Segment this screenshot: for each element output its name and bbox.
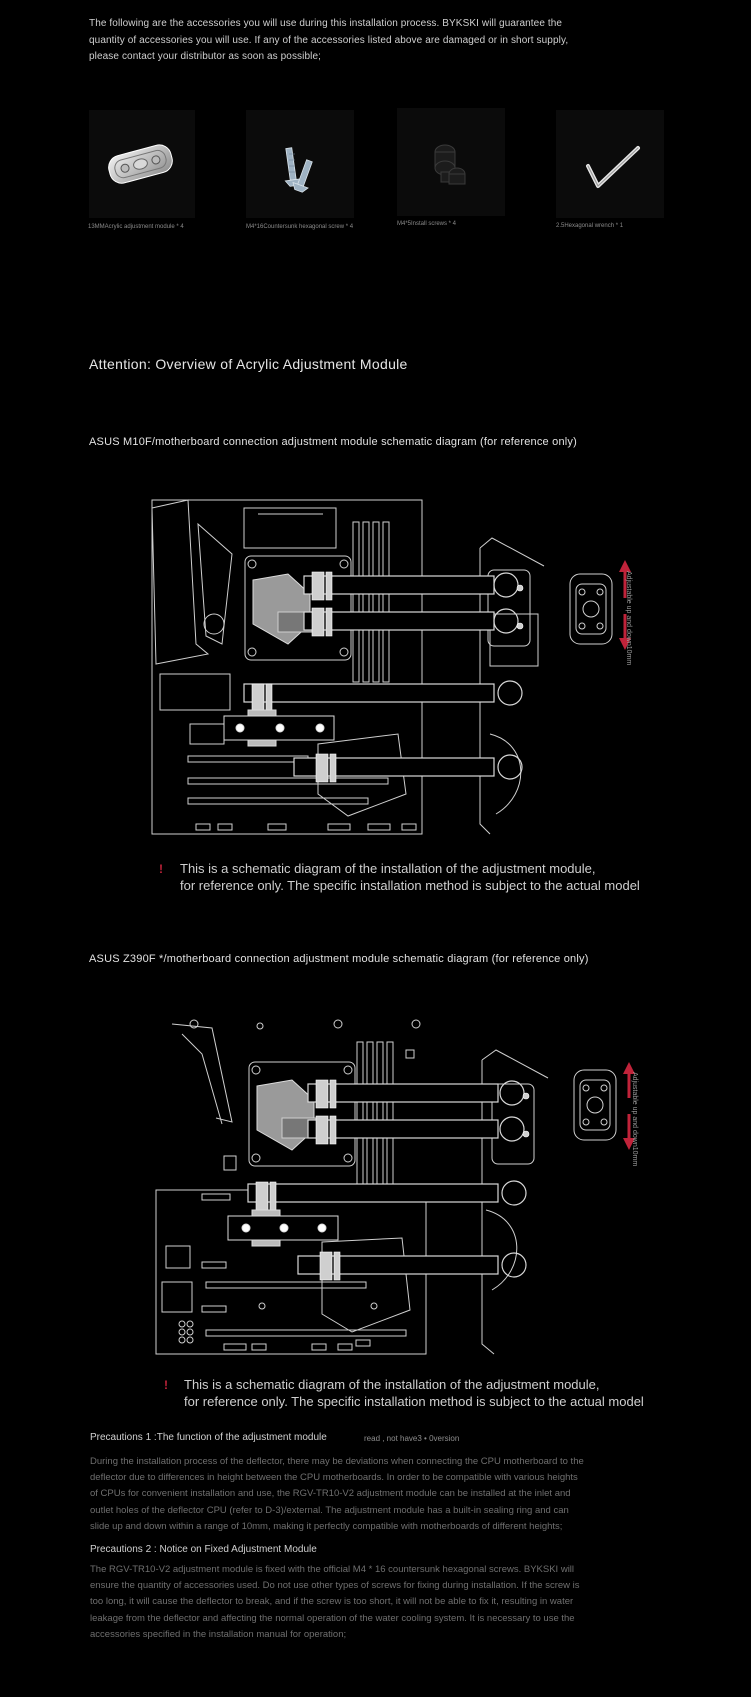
accessory-label: 13MMAcrylic adjustment module * 4 — [88, 224, 184, 230]
diagram-z390f — [155, 1019, 635, 1355]
precaution-title: Precautions 2 : Notice on Fixed Adjustme… — [90, 1544, 317, 1555]
precaution-line: accessories specified in the installatio… — [90, 1628, 347, 1640]
intro-line: quantity of accessories you will use. If… — [89, 34, 569, 46]
precaution-version-note: read , not have3 • 0version — [364, 1434, 460, 1443]
hex-wrench-icon — [586, 146, 640, 188]
note-line: for reference only. The specific install… — [184, 1394, 644, 1409]
accessory-tile — [397, 108, 505, 216]
accessory-label: M4*5Install screws * 4 — [397, 221, 457, 227]
note-line: for reference only. The specific install… — [180, 878, 640, 893]
precaution-line: The RGV-TR10-V2 adjustment module is fix… — [90, 1564, 575, 1575]
precaution-line: slide up and down within a range of 10mm… — [90, 1520, 563, 1532]
adjustable-label: Adjustable up and down10mm — [631, 1072, 638, 1167]
intro-line: please contact your distributor as soon … — [89, 51, 321, 62]
precaution-body: The RGV-TR10-V2 adjustment module is fix… — [90, 1562, 650, 1643]
countersunk-screw-icon — [284, 147, 313, 193]
precaution-line: too long, it will cause the deflector to… — [90, 1596, 574, 1608]
install-screw-icon — [434, 144, 466, 185]
intro-paragraph: The following are the accessories you wi… — [89, 16, 609, 66]
precaution-line: deflector due to differences in height b… — [90, 1472, 578, 1484]
accessory-tile — [246, 110, 354, 218]
note-line: This is a schematic diagram of the insta… — [180, 861, 596, 876]
precaution-title: Precautions 1 :The function of the adjus… — [90, 1432, 327, 1443]
accessory-label: 2.5Hexagonal wrench * 1 — [556, 223, 624, 229]
precaution-line: During the installation process of the d… — [90, 1456, 584, 1467]
precaution-line: ensure the quantity of accessories used.… — [90, 1580, 580, 1592]
accessory-label: M4*16Countersunk hexagonal screw * 4 — [246, 224, 354, 230]
precaution-line: outlet holes of the deflector CPU (refer… — [90, 1504, 569, 1516]
note-line: This is a schematic diagram of the insta… — [184, 1377, 600, 1392]
adjustable-label: Adjustable up and down10mm — [625, 571, 632, 666]
diagram-note: This is a schematic diagram of the insta… — [180, 860, 640, 894]
precaution-line: leakage from the deflector and affecting… — [90, 1612, 575, 1624]
warning-icon: ! — [159, 862, 163, 876]
adjustable-label-wrap: Adjustable up and down10mm — [626, 1066, 646, 1166]
warning-icon: ! — [164, 1378, 168, 1392]
precaution-line: of CPUs for convenient installation and … — [90, 1488, 571, 1500]
accessory-tile — [556, 110, 664, 218]
intro-line: The following are the accessories you wi… — [89, 18, 563, 29]
acrylic-module-icon — [108, 144, 173, 184]
diagram-m10f — [151, 499, 631, 835]
diagram-note: This is a schematic diagram of the insta… — [184, 1376, 644, 1410]
accessory-tile — [89, 110, 195, 218]
diagram-title: ASUS Z390F */motherboard connection adju… — [89, 953, 589, 965]
adjustable-label-wrap: Adjustable up and down10mm — [620, 565, 640, 665]
attention-heading: Attention: Overview of Acrylic Adjustmen… — [89, 356, 408, 372]
precaution-body: During the installation process of the d… — [90, 1454, 650, 1535]
diagram-title: ASUS M10F/motherboard connection adjustm… — [89, 436, 577, 448]
